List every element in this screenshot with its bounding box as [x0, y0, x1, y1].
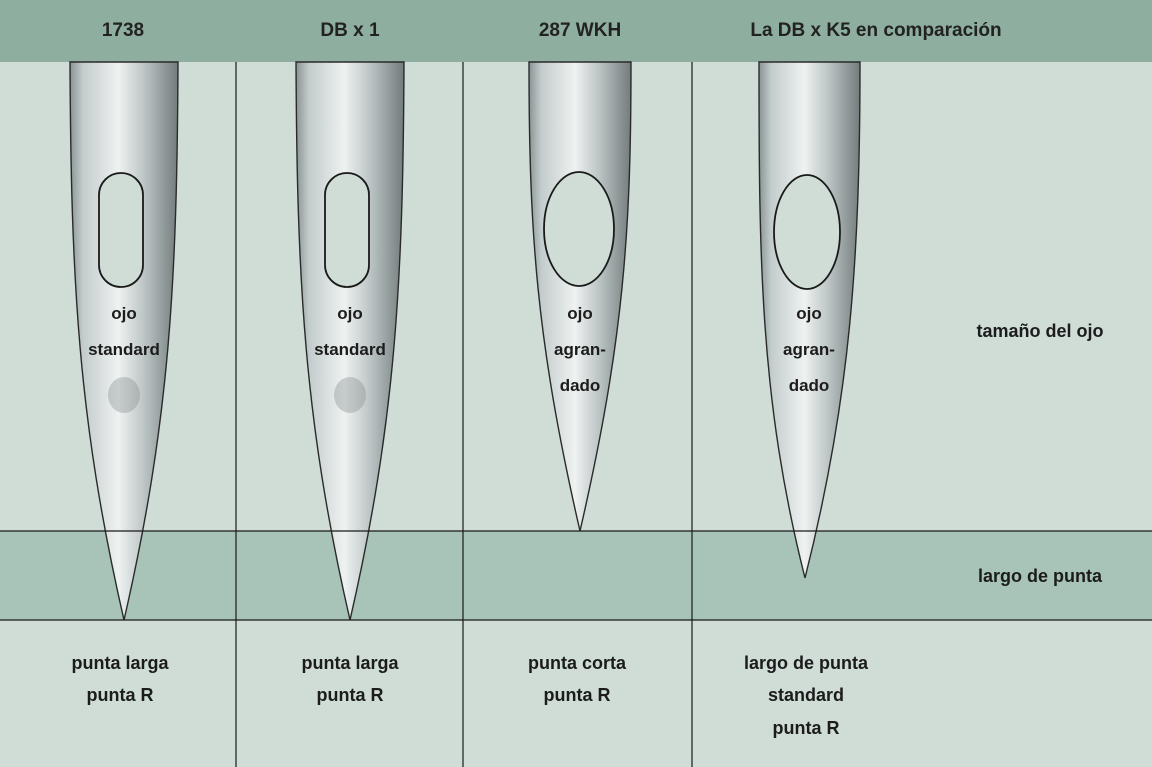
- needle-eye: [773, 174, 841, 290]
- needle-eye: [98, 172, 144, 288]
- eye-label-db-x-k5: dado: [788, 376, 830, 395]
- tip-label-db-x-1: punta R: [316, 685, 384, 705]
- needle-eye: [324, 172, 370, 288]
- eye-label-db-x-k5: agran-: [783, 340, 835, 359]
- needle-287-wkh: [528, 61, 632, 532]
- column-title-287-wkh: 287 WKH: [538, 20, 622, 41]
- eye-label-287-wkh: agran-: [554, 340, 606, 359]
- header-band: [0, 0, 1152, 62]
- tip-label-db-x-k5: punta R: [772, 718, 840, 738]
- column-title-db-x-1: DB x 1: [320, 20, 380, 41]
- column-title-db-x-k5: La DB x K5 en comparación: [750, 20, 1002, 41]
- row-label-point-length: largo de punta: [977, 566, 1102, 586]
- eye-label-db-x-k5: ojo: [796, 304, 822, 323]
- needle-db-x-k5: [758, 61, 861, 579]
- bottom-band: [0, 620, 1152, 767]
- point-length-band: [0, 531, 1152, 620]
- tip-label-1738: punta R: [86, 685, 154, 705]
- column-title-1738: 1738: [101, 20, 145, 41]
- tip-label-db-x-k5: standard: [767, 685, 845, 705]
- tip-label-db-x-k5: largo de punta: [743, 653, 868, 673]
- tip-label-db-x-1: punta larga: [301, 653, 399, 673]
- needle-db-x-1: [295, 61, 405, 621]
- needle-1738: [69, 61, 179, 621]
- eye-label-1738: standard: [88, 340, 160, 359]
- eye-label-1738: ojo: [111, 304, 137, 323]
- grid-lines: [0, 62, 1152, 767]
- eye-label-287-wkh: ojo: [567, 304, 593, 323]
- tip-label-287-wkh: punta R: [543, 685, 611, 705]
- eye-label-287-wkh: dado: [559, 376, 601, 395]
- tip-label-287-wkh: punta corta: [527, 653, 626, 673]
- eye-label-db-x-1: standard: [314, 340, 386, 359]
- needle-eye: [543, 171, 615, 287]
- eye-label-db-x-1: ojo: [337, 304, 363, 323]
- row-label-eye-size: tamaño del ojo: [976, 321, 1104, 341]
- tip-label-1738: punta larga: [71, 653, 169, 673]
